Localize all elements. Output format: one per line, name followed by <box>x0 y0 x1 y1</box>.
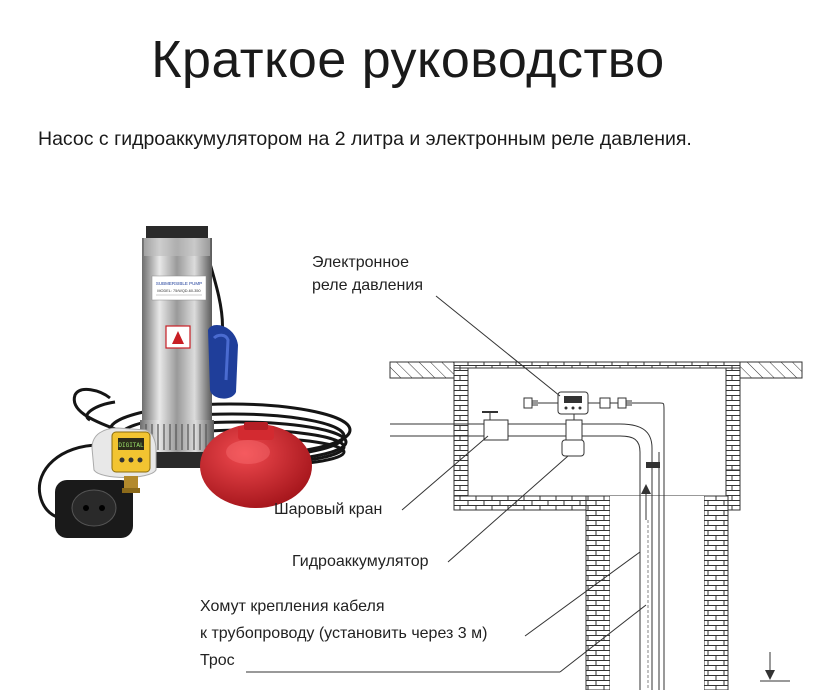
shaft-wall-left <box>585 495 611 690</box>
accumulator-photo <box>200 422 312 508</box>
pump-label-brand: SUBMERSIBLE PUMP <box>156 281 202 286</box>
label-clamp-line2: к трубопроводу (установить через 3 м) <box>200 625 488 642</box>
label-relay-line1: Электронное <box>312 254 409 271</box>
well-schematic <box>246 295 803 690</box>
leader-lines <box>246 295 647 673</box>
socket-icon <box>55 480 133 538</box>
plug-icon <box>523 397 632 409</box>
chamber-top <box>453 361 741 369</box>
flow-arrow-icon <box>641 484 651 520</box>
label-accumulator: Гидроаккумулятор <box>292 553 429 570</box>
float-switch-icon <box>208 325 238 399</box>
page-title: Краткое руководство <box>151 31 665 89</box>
ground-right <box>739 361 803 379</box>
label-relay-line2: реле давления <box>312 277 423 294</box>
pump-body: SUBMERSIBLE PUMP MODEL: 75/WQD-60-350 <box>140 226 214 468</box>
shaft-wall-right <box>703 495 729 690</box>
pump-label-model: MODEL: 75/WQD-60-350 <box>157 289 200 293</box>
depth-marker <box>760 652 790 682</box>
label-clamp-line1: Хомут крепления кабеля <box>200 598 385 615</box>
page-subtitle: Насос с гидроаккумулятором на 2 литра и … <box>38 128 692 150</box>
pressure-relay-icon <box>557 391 589 415</box>
accumulator-icon <box>561 419 585 457</box>
ball-valve-icon <box>482 411 509 441</box>
label-ball-valve: Шаровый кран <box>274 501 383 518</box>
ground-left <box>389 361 455 379</box>
label-rope: Трос <box>200 652 235 669</box>
relay-brand: DIGITAL <box>118 442 144 449</box>
product-photo: SUBMERSIBLE PUMP MODEL: 75/WQD-60-350 <box>37 226 352 538</box>
pressure-relay-photo: DIGITAL <box>91 427 157 493</box>
